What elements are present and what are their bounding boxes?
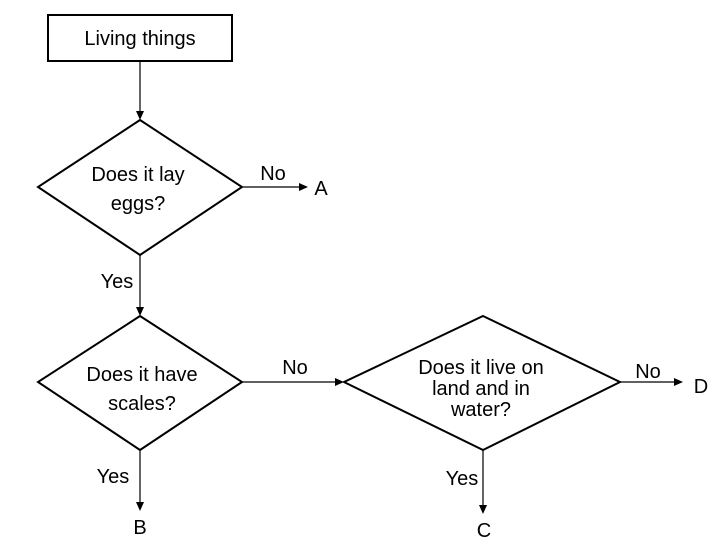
start-box bbox=[47, 14, 233, 62]
decision-lay-eggs-line2: eggs? bbox=[111, 193, 166, 215]
decision-land-and-water-line2: land and in bbox=[432, 378, 530, 400]
branch-label-eggs-yes: Yes bbox=[101, 271, 134, 293]
connector-eggs-yes-arrowhead bbox=[136, 307, 144, 316]
decision-lay-eggs-line1: Does it lay bbox=[91, 164, 184, 186]
decision-has-scales-line2: scales? bbox=[108, 393, 176, 415]
branch-label-scales-yes: Yes bbox=[97, 466, 130, 488]
decision-land-and-water-line3: water? bbox=[450, 399, 511, 421]
decision-has-scales-line1: Does it have bbox=[86, 364, 197, 386]
branch-label-eggs-no: No bbox=[260, 163, 286, 185]
decision-lay-eggs bbox=[36, 118, 244, 257]
branch-label-land-yes: Yes bbox=[446, 468, 479, 490]
connector-land-yes-arrowhead bbox=[479, 505, 487, 514]
outcome-c: C bbox=[477, 520, 491, 542]
outcome-a: A bbox=[314, 178, 328, 200]
connector-eggs-no-arrowhead bbox=[299, 183, 308, 191]
connector-scales-yes-arrowhead bbox=[136, 502, 144, 511]
connector-scales-no-arrowhead bbox=[335, 378, 344, 386]
connector-start-to-eggs-arrowhead bbox=[136, 111, 144, 120]
outcome-b: B bbox=[133, 517, 146, 539]
outcome-d: D bbox=[694, 376, 708, 398]
branch-label-land-no: No bbox=[635, 361, 661, 383]
branch-label-scales-no: No bbox=[282, 357, 308, 379]
decision-land-and-water-line1: Does it live on bbox=[418, 357, 544, 379]
connector-land-no-arrowhead bbox=[674, 378, 683, 386]
start-box-label: Living things bbox=[84, 28, 195, 50]
